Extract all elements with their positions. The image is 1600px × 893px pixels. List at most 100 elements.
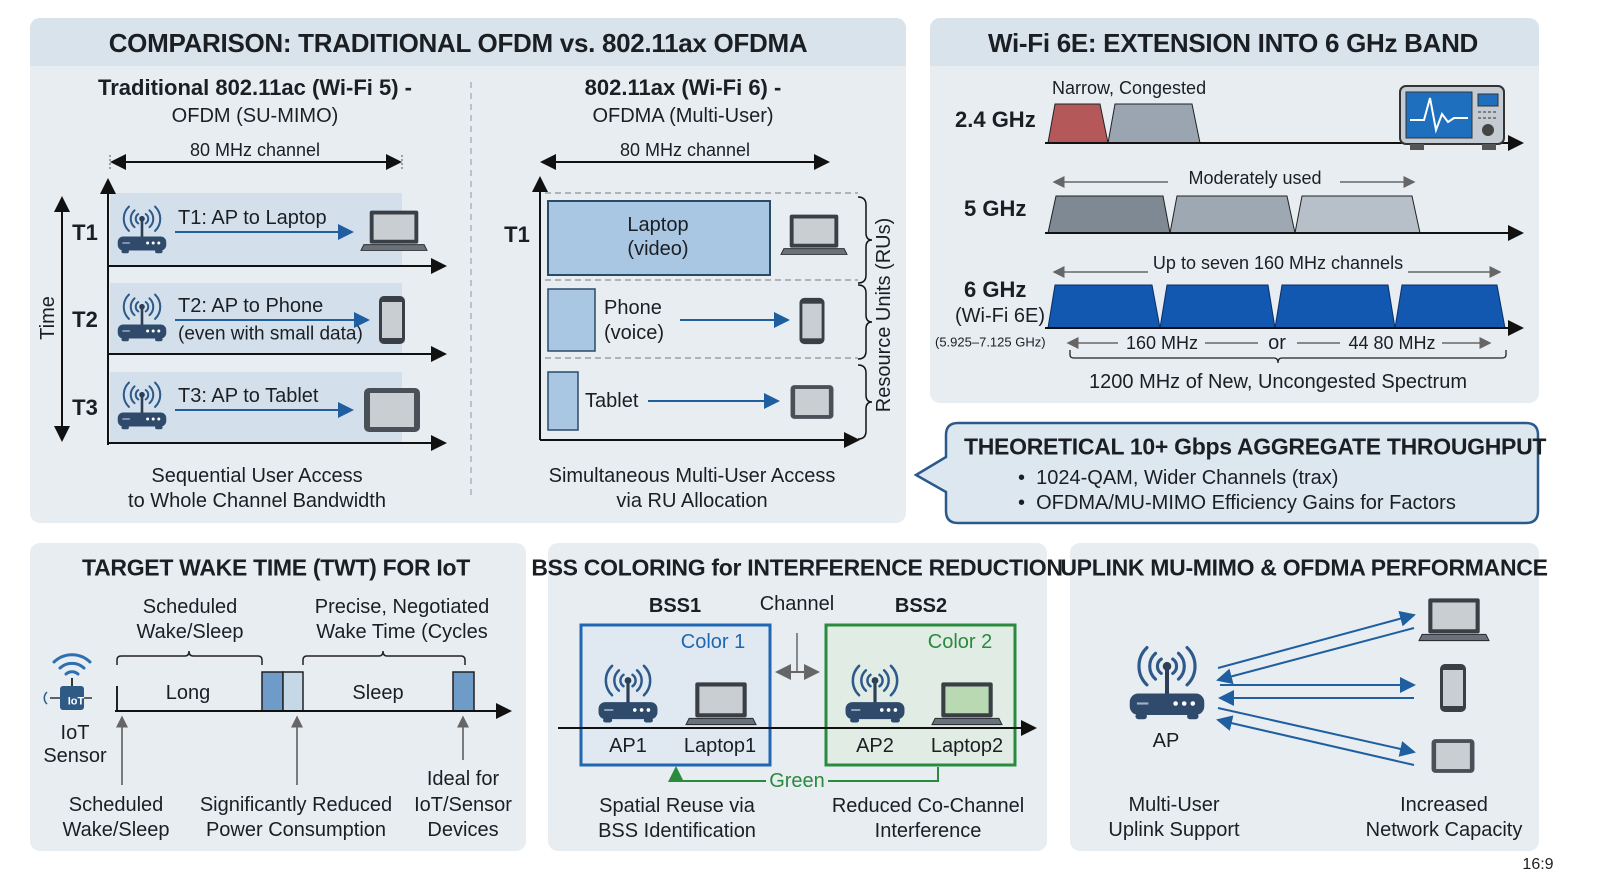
bss-caption: BSS Identification: [598, 820, 756, 842]
twt-top-label: Scheduled: [142, 596, 238, 618]
band-range-6: (5.925–7.125 GHz): [935, 334, 1046, 350]
tablet-icon: [361, 386, 423, 434]
width-160: 160 MHz: [1125, 333, 1199, 353]
green-label: Green: [769, 770, 825, 792]
phone-icon: [797, 296, 827, 346]
color1-label: Color 1: [680, 631, 746, 653]
throughput-title: THEORETICAL 10+ Gbps AGGREGATE THROUGHPU…: [964, 433, 1547, 460]
ofdma-title: 802.11ax (Wi-Fi 6) -: [584, 75, 782, 100]
throughput-bullet-2: • OFDMA/MU-MIMO Efficiency Gains for Fac…: [1018, 493, 1456, 513]
laptop-icon: [780, 212, 848, 258]
twt-bottom-label: Scheduled: [68, 794, 164, 816]
slot-note: (even with small data): [178, 323, 363, 345]
band-label-24: 2.4 GHz: [955, 107, 1036, 132]
band-label-6: 6 GHz: [964, 277, 1027, 302]
bullet-text: 1024-QAM, Wider Channels (trax): [1036, 467, 1339, 489]
bullet-icon: •: [1018, 467, 1037, 489]
twt-bottom-label: Significantly Reduced: [199, 794, 393, 816]
uplink-caption: Increased: [1400, 794, 1488, 816]
wifi6e-header: [930, 18, 1539, 66]
bss-caption: Spatial Reuse via: [599, 795, 755, 817]
laptop-icon: [685, 680, 757, 728]
ru-laptop: Laptop: [627, 214, 689, 236]
twt-top-label: Precise, Negotiated: [314, 596, 490, 618]
iot-sensor-label: Sensor: [43, 745, 107, 767]
uplink-caption: Network Capacity: [1365, 819, 1523, 841]
twt-bottom-label: Power Consumption: [205, 819, 387, 841]
bss-caption: Reduced Co-Channel: [831, 795, 1025, 817]
band-note-24: Narrow, Congested: [1052, 78, 1207, 98]
laptop2-label: Laptop2: [930, 735, 1004, 757]
bullet-text: OFDMA/MU-MIMO Efficiency Gains for Facto…: [1036, 492, 1456, 514]
slot-text: T2: AP to Phone: [178, 295, 324, 317]
phone-icon: [377, 294, 407, 346]
iot-sensor-label: IoT: [60, 722, 90, 744]
twt-long: Long: [165, 682, 211, 704]
bss-title: BSS COLORING for INTERFERENCE REDUCTION: [531, 554, 1063, 581]
iot-sensor-icon: [42, 652, 102, 714]
time-axis-label: Time: [37, 296, 59, 340]
phone-icon: [1438, 662, 1468, 714]
twt-bottom-label: IoT/Sensor: [414, 794, 512, 816]
slot-text: T3: AP to Tablet: [178, 385, 319, 407]
tablet-icon: [789, 373, 835, 431]
band-label-5: 5 GHz: [964, 196, 1027, 221]
twt-bottom-label: Ideal for: [426, 768, 500, 790]
laptop-icon: [931, 680, 1003, 728]
ru-axis-label: Resource Units (RUs): [873, 217, 895, 413]
wifi6e-panel: [930, 18, 1539, 403]
band-note-5: Moderately used: [1188, 168, 1322, 188]
ru-phone-type: (voice): [604, 322, 665, 344]
bss1-label: BSS1: [648, 595, 702, 617]
channel-width-label: 80 MHz channel: [189, 140, 321, 160]
twt-top-label: Wake Time (Cycles: [316, 621, 488, 643]
router-icon: [114, 378, 170, 432]
ofdm-caption: Sequential User Access: [151, 465, 363, 487]
ofdma-caption: Simultaneous Multi-User Access: [548, 465, 836, 487]
width-or: or: [1268, 332, 1286, 354]
throughput-bullet-1: • 1024-QAM, Wider Channels (trax): [1018, 468, 1338, 488]
slot-label: T1: [504, 222, 530, 247]
spectrum-analyzer-icon: [1398, 84, 1506, 152]
laptop-icon: [360, 208, 428, 254]
band-note-6: Up to seven 160 MHz channels: [1152, 253, 1404, 273]
tablet-icon: [1430, 728, 1476, 784]
router-icon: [1124, 638, 1210, 726]
slot-label: T2: [72, 307, 98, 332]
laptop1-label: Laptop1: [683, 735, 757, 757]
ofdm-title: Traditional 802.11ac (Wi-Fi 5) -: [97, 75, 413, 100]
bullet-icon: •: [1018, 492, 1037, 514]
twt-title: TARGET WAKE TIME (TWT) FOR IoT: [82, 554, 470, 581]
comparison-header: [30, 18, 906, 66]
iot-badge: IoT: [67, 695, 85, 708]
wifi6e-title: Wi-Fi 6E: EXTENSION INTO 6 GHz BAND: [987, 28, 1479, 58]
ofdm-subtitle: OFDM (SU-MIMO): [171, 105, 339, 127]
router-icon: [594, 660, 662, 726]
ru-laptop-type: (video): [627, 238, 689, 260]
slot-text: T1: AP to Laptop: [178, 207, 327, 229]
ap-label: AP: [1152, 730, 1180, 752]
ap2-label: AP2: [856, 735, 894, 757]
uplink-caption: Uplink Support: [1108, 819, 1240, 841]
channel-label: Channel: [759, 593, 835, 615]
twt-sleep: Sleep: [352, 682, 404, 704]
ofdm-caption: to Whole Channel Bandwidth: [128, 490, 386, 512]
router-icon: [114, 290, 170, 344]
comparison-title: COMPARISON: TRADITIONAL OFDM vs. 802.11a…: [108, 28, 808, 58]
ofdma-caption: via RU Allocation: [616, 490, 768, 512]
bss-caption: Interference: [874, 820, 982, 842]
ap1-label: AP1: [609, 735, 647, 757]
band-sub-6: (Wi-Fi 6E): [955, 305, 1045, 327]
ru-tablet: Tablet: [585, 390, 639, 412]
slot-label: T1: [72, 220, 98, 245]
channel-width-label: 80 MHz channel: [619, 140, 751, 160]
uplink-title: UPLINK MU-MIMO & OFDMA PERFORMANCE: [1060, 554, 1548, 581]
ru-phone: Phone: [604, 297, 662, 319]
laptop-icon: [1418, 596, 1490, 644]
uplink-caption: Multi-User: [1128, 794, 1220, 816]
width-80: 44 80 MHz: [1348, 333, 1436, 353]
ofdma-subtitle: OFDMA (Multi-User): [592, 105, 774, 127]
bss2-label: BSS2: [894, 595, 948, 617]
spectrum-summary: 1200 MHz of New, Uncongested Spectrum: [1089, 371, 1467, 393]
twt-top-label: Wake/Sleep: [136, 621, 244, 643]
